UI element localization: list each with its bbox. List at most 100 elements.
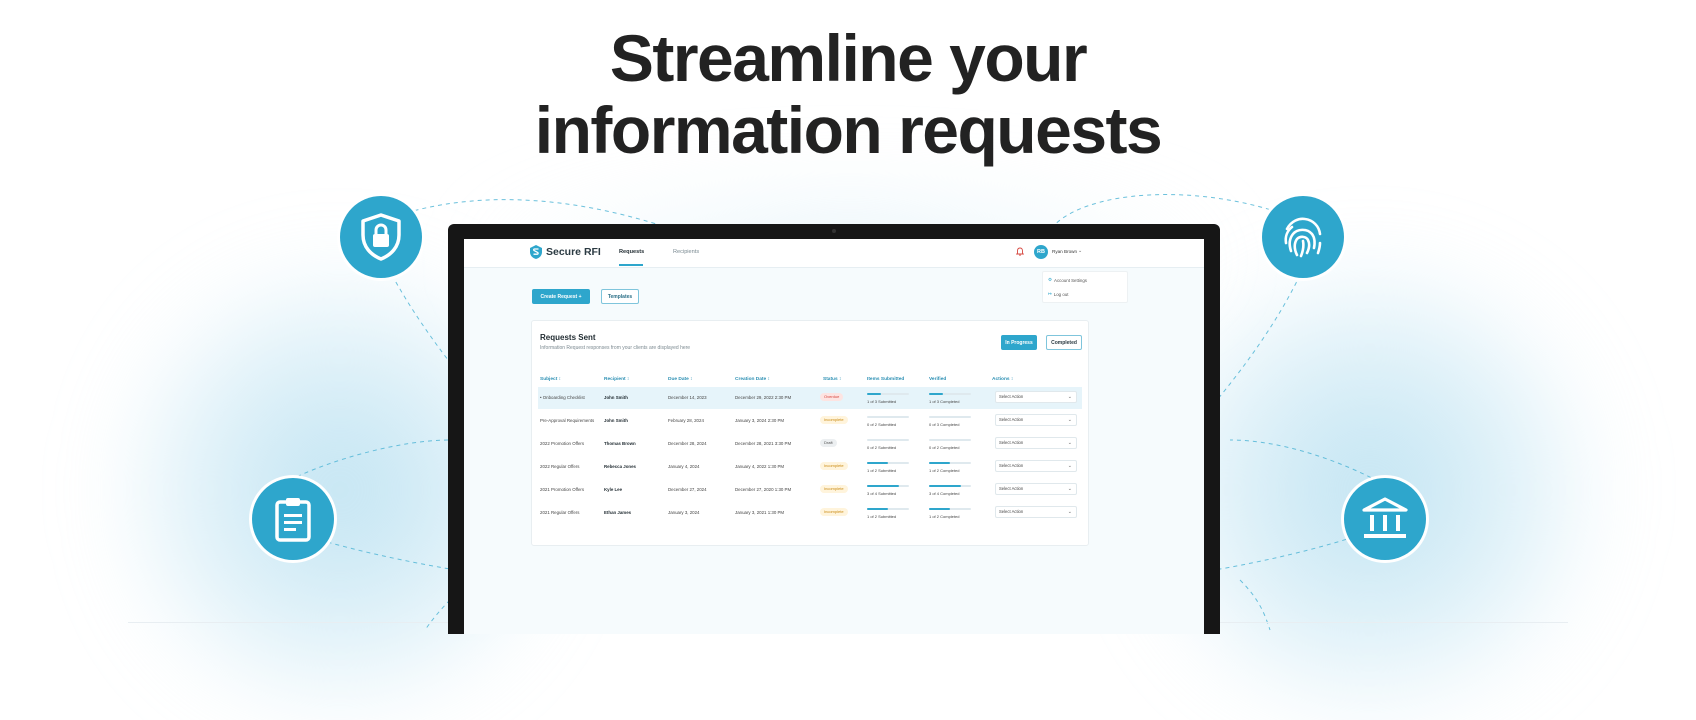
verified-progress-bar [929,416,971,418]
action-select[interactable]: Select Action⌄ [995,460,1077,472]
action-select[interactable]: Select Action⌄ [995,437,1077,449]
app-logo-text: Secure RFI [546,246,601,258]
items-progress-label: 1 of 2 Submitted [867,468,897,473]
cell-subject[interactable]: Pre-Approval Requirements [540,418,595,423]
verified-progress-bar [929,485,971,487]
action-select-value: Select Action [999,509,1024,514]
chevron-down-icon: ⌄ [1067,509,1072,515]
card-title: Requests Sent [540,333,596,342]
secure-rfi-logo-icon [530,245,542,259]
chevron-down-icon: ⌄ [1067,417,1072,423]
active-tab-underline [619,264,643,266]
app-logo[interactable]: Secure RFI [530,245,601,259]
card-subtitle: Information Request responses from your … [540,345,691,351]
menu-item-log-out[interactable]: ↦ Log out [1048,291,1068,297]
shield-lock-badge [340,196,422,278]
verified-progress-label: 1 of 2 Completed [929,514,960,519]
cell-creation-date: December 29, 2022 2:30 PM [735,395,792,400]
column-header-recipient[interactable]: Recipient ↕ [604,377,630,382]
user-avatar[interactable]: RB [1034,245,1048,259]
chevron-down-icon: ⌄ [1067,394,1072,400]
verified-progress-bar [929,439,971,441]
user-menu-chevron-icon[interactable]: ⌄ [1078,248,1083,254]
notification-bell-icon[interactable] [1016,247,1024,256]
filter-completed-button[interactable]: Completed [1046,335,1082,350]
headline-line-2: information requests [534,93,1163,167]
verified-progress-bar [929,393,971,395]
items-progress-bar [867,393,909,395]
action-select-value: Select Action [999,417,1024,422]
status-badge: Draft [820,439,837,447]
cell-due-date: January 3, 2024 [668,510,700,515]
action-select-value: Select Action [999,486,1024,491]
items-progress-bar [867,485,909,487]
fingerprint-badge [1262,196,1344,278]
column-header-verified: Verified [929,377,947,382]
logout-icon: ↦ [1048,291,1052,296]
templates-button[interactable]: Templates [601,289,639,304]
page-headline: Streamline your information requests [0,22,1696,166]
action-select[interactable]: Select Action ⌄ [995,483,1077,495]
chevron-down-icon: ⌄ [1067,486,1072,492]
menu-item-log-out-label: Log out [1053,291,1069,297]
cell-subject[interactable]: 2021 Regular Offers [540,510,580,515]
action-select-value: Select Action [999,463,1024,468]
column-header-due-date[interactable]: Due Date ↕ [668,377,693,382]
verified-progress-bar [929,462,971,464]
cell-recipient: John Smith [604,418,628,423]
cell-recipient: Ethan James [604,510,632,515]
cell-creation-date: December 28, 2021 3:30 PM [735,441,792,446]
cell-subject[interactable]: • Onboarding Checklist [540,395,585,400]
items-progress-label: 3 of 4 Submitted [867,491,897,496]
menu-item-account-settings[interactable]: ⚙ Account Settings [1048,277,1087,283]
gear-icon: ⚙ [1048,277,1053,282]
app-top-bar: Secure RFI Requests Recipients RB Ryan B… [464,239,1204,268]
status-badge: Overdue [820,393,844,401]
clipboard-icon [275,498,311,542]
cell-subject[interactable]: 2022 Promotion Offers [540,441,585,446]
column-header-creation-date[interactable]: Creation Date ↕ [735,377,770,382]
cell-subject[interactable]: 2022 Regular Offers [540,464,580,469]
table-row[interactable]: 2022 Promotion Offers Thomas Brown Decembe… [538,433,1082,455]
cell-recipient: John Smith [604,395,628,400]
shield-lock-icon [361,213,401,261]
headline-line-1: Streamline your [609,21,1088,95]
action-select[interactable]: Select Action ⌄ [995,506,1077,518]
items-progress-bar [867,462,909,464]
cell-recipient: Kyle Lee [604,487,623,492]
action-select[interactable]: Select Action⌄ [995,391,1077,403]
action-select[interactable]: Select Action ⌄ [995,414,1077,426]
nav-tab-recipients[interactable]: Recipients [673,249,700,255]
status-badge: Incomplete [820,485,848,493]
verified-progress-label: 1 of 2 Completed [929,468,960,473]
column-header-items-submitted: Items Submitted [867,377,905,382]
cell-recipient: Rebecca Jones [604,464,636,469]
column-header-actions[interactable]: Actions ↕ [992,377,1014,382]
column-header-status[interactable]: Status ↕ [823,377,842,382]
cell-due-date: December 28, 2024 [668,441,707,446]
items-progress-bar [867,439,909,441]
create-request-button[interactable]: Create Request + [532,289,590,304]
cell-creation-date: January 3, 2021 1:30 PM [735,510,785,515]
column-header-subject[interactable]: Subject ↕ [540,377,562,382]
user-name[interactable]: Ryan Brown [1052,249,1078,254]
cell-due-date: December 14, 2023 [668,395,707,400]
nav-tab-requests[interactable]: Requests [619,249,645,255]
table-row[interactable]: • Onboarding Checklist John Smith December… [538,387,1082,409]
clipboard-badge [252,478,334,560]
action-select-value: Select Action [999,440,1024,445]
status-badge: Incomplete [820,462,848,470]
status-badge: Incomplete [820,416,848,424]
items-progress-label: 0 of 2 Submitted [867,422,897,427]
items-progress-label: 1 of 2 Submitted [867,514,897,519]
bank-icon [1362,497,1408,538]
filter-in-progress-button[interactable]: In Progress [1001,335,1037,350]
cell-recipient: Thomas Brown [604,441,636,446]
app-screen: Secure RFI Requests Recipients RB Ryan B… [464,239,1204,634]
cell-subject[interactable]: 2021 Promotion Offers [540,487,585,492]
verified-progress-label: 0 of 3 Completed [929,422,960,427]
table-row[interactable]: 2021 Regular Offers Ethan James January 3,… [538,502,1082,524]
